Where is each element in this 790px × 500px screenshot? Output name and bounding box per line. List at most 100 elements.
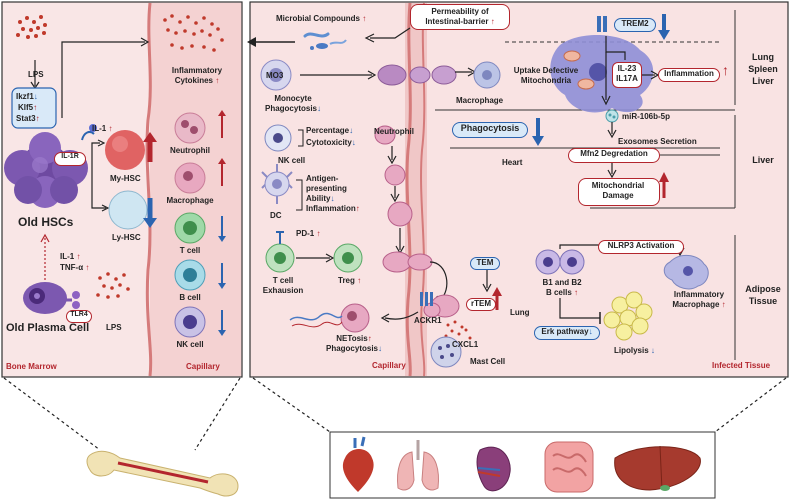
microbial-label: Microbial Compounds ↑: [276, 14, 367, 23]
tf-ikzf1: Ikzf1↓: [16, 92, 38, 101]
il1-label: IL-1 ↑: [92, 124, 113, 133]
cap-nkcell-label: NK cell: [176, 340, 204, 349]
mito-damage-box: [578, 178, 660, 206]
bone-icon: [86, 450, 239, 497]
mfn2-label: Mfn2 Degredation: [568, 148, 660, 163]
mito-damage-label-2: Damage: [602, 191, 634, 200]
lps-label-bottom: LPS: [106, 323, 122, 332]
mast-cell-icon: [430, 336, 462, 368]
capillary-cell-icons: [174, 112, 206, 338]
ly-hsc-icon: [108, 190, 148, 230]
tissue-adipose: Adipose: [745, 284, 781, 294]
cytokine-dots-icon: [163, 14, 224, 52]
b1b2-label-2: B cells ↑: [545, 288, 579, 297]
phagocytosis-label: Phagocytosis: [452, 122, 528, 138]
tnf-label: TNF-α ↑: [60, 263, 90, 272]
inflammatory-macrophage-label-1: Inflammatory: [673, 290, 725, 299]
capillary-left-panel-label: Capillary: [186, 362, 220, 371]
cytotoxicity-label: Cytotoxicity↓: [306, 138, 356, 147]
treg-label: Treg ↑: [338, 276, 362, 285]
permeability-line-2: Intestinal-barrier ↑: [425, 17, 495, 26]
lps-dots-bottom-icon: [96, 272, 130, 299]
tcell-exhaustion-label-1: T cell: [272, 276, 294, 285]
inflammatory-macrophage-icon: [663, 255, 709, 290]
cap-bcell-label: B cell: [179, 293, 201, 302]
my-hsc-label: My-HSC: [110, 174, 141, 183]
mito-damage-label-1: Mitochondrial: [591, 181, 645, 190]
tissue-adipose-2: Tissue: [748, 296, 778, 306]
tissue-liver-2: Liver: [752, 155, 774, 165]
tissue-spleen: Spleen: [748, 64, 778, 74]
lps-dots-icon: [16, 15, 47, 39]
il23-label: IL-23: [617, 64, 637, 73]
lungs-icon: [397, 440, 439, 491]
b-cells-icon: [535, 249, 585, 275]
bone-marrow-panel-label: Bone Marrow: [6, 362, 57, 371]
uptake-label-1: Uptake Defective: [513, 66, 579, 75]
tcell-exhaustion-label-2: Exhausion: [262, 286, 304, 295]
nk-cell-icon: [264, 124, 292, 152]
tem-label: TEM: [470, 257, 500, 270]
lung-label: Lung: [510, 308, 530, 317]
dc-label: DC: [270, 211, 282, 220]
cap-neutrophil-label: Neutrophil: [170, 146, 210, 155]
lipolysis-label: Lipolysis ↓: [614, 346, 655, 355]
il17a-label: IL17A: [616, 74, 638, 83]
uptake-label-2: Mitochondria: [520, 76, 572, 85]
intestine-icon: [544, 441, 594, 493]
trend-arrows: [218, 110, 226, 336]
antigen-label-1: Antigen-: [306, 174, 339, 183]
mo3-label: MO3: [266, 71, 284, 80]
heart-label: Heart: [502, 158, 523, 167]
rtem-label: rTEM: [466, 298, 496, 311]
ackr1-label: ACKR1: [414, 316, 442, 325]
pd1-label: PD-1 ↑: [296, 229, 321, 238]
tf-klf5: Klf5↑: [18, 103, 38, 112]
il1r-label: IL-1R: [54, 152, 86, 166]
nk-cell-label: NK cell: [278, 156, 306, 165]
antigen-label-3: Ability↓: [306, 194, 335, 203]
inflammation-up-arrow: ↑: [722, 62, 729, 78]
macrophage-label: Macrophage: [456, 96, 504, 105]
liver-icon: [614, 445, 701, 491]
tissue-lung: Lung: [752, 52, 774, 62]
phagocytosis2-label: Phagocytosis↓: [325, 344, 382, 353]
il1r-receptor-icon: [81, 124, 97, 141]
netosis-icon: [289, 303, 370, 333]
old-plasma-cell-label: Old Plasma Cell: [6, 322, 90, 334]
heart-icon: [342, 436, 374, 492]
cap-macrophage-label: Macrophage: [166, 196, 214, 205]
adipocyte-icon: [603, 291, 653, 341]
neutrophil-label: Neutrophil: [374, 127, 414, 136]
percentage-label: Percentage↓: [306, 126, 354, 135]
capillary-right-label: Capillary: [372, 361, 406, 370]
netosis-label: NETosis↑: [336, 334, 372, 343]
monocyte-label-1: Monocyte: [274, 94, 312, 103]
inflammatory-macrophage-label-2: Macrophage ↑: [672, 300, 726, 309]
il23-box: [612, 62, 642, 88]
old-hscs-label: Old HSCs: [18, 215, 74, 229]
permeability-line-1: Permeability of: [431, 7, 489, 16]
il1-label-2: IL-1 ↑: [60, 252, 81, 261]
trem2-receptor-icon: [597, 16, 607, 32]
cxcl1-dots-icon: [444, 320, 472, 340]
ackr1-icon: [420, 292, 433, 306]
treg-icon: [333, 243, 363, 273]
inflammatory-label: Inflammatory: [171, 66, 223, 75]
lps-label-top: LPS: [28, 70, 44, 79]
mir-label: miR-106b-5p: [622, 112, 671, 121]
permeability-box: [410, 4, 510, 30]
spleen-icon: [476, 446, 511, 492]
microbe-icon: [303, 32, 347, 50]
plasma-cell-icon: [23, 282, 80, 314]
cap-tcell-label: T cell: [179, 246, 201, 255]
cxcl1-label: CXCL1: [452, 340, 479, 349]
tlr4-label: TLR4: [66, 310, 92, 323]
dendritic-cell-icon: [261, 164, 293, 204]
trem2-label: TREM2: [614, 18, 656, 32]
ly-hsc-label: Ly-HSC: [112, 233, 141, 242]
t-cell-icon: [265, 231, 295, 273]
